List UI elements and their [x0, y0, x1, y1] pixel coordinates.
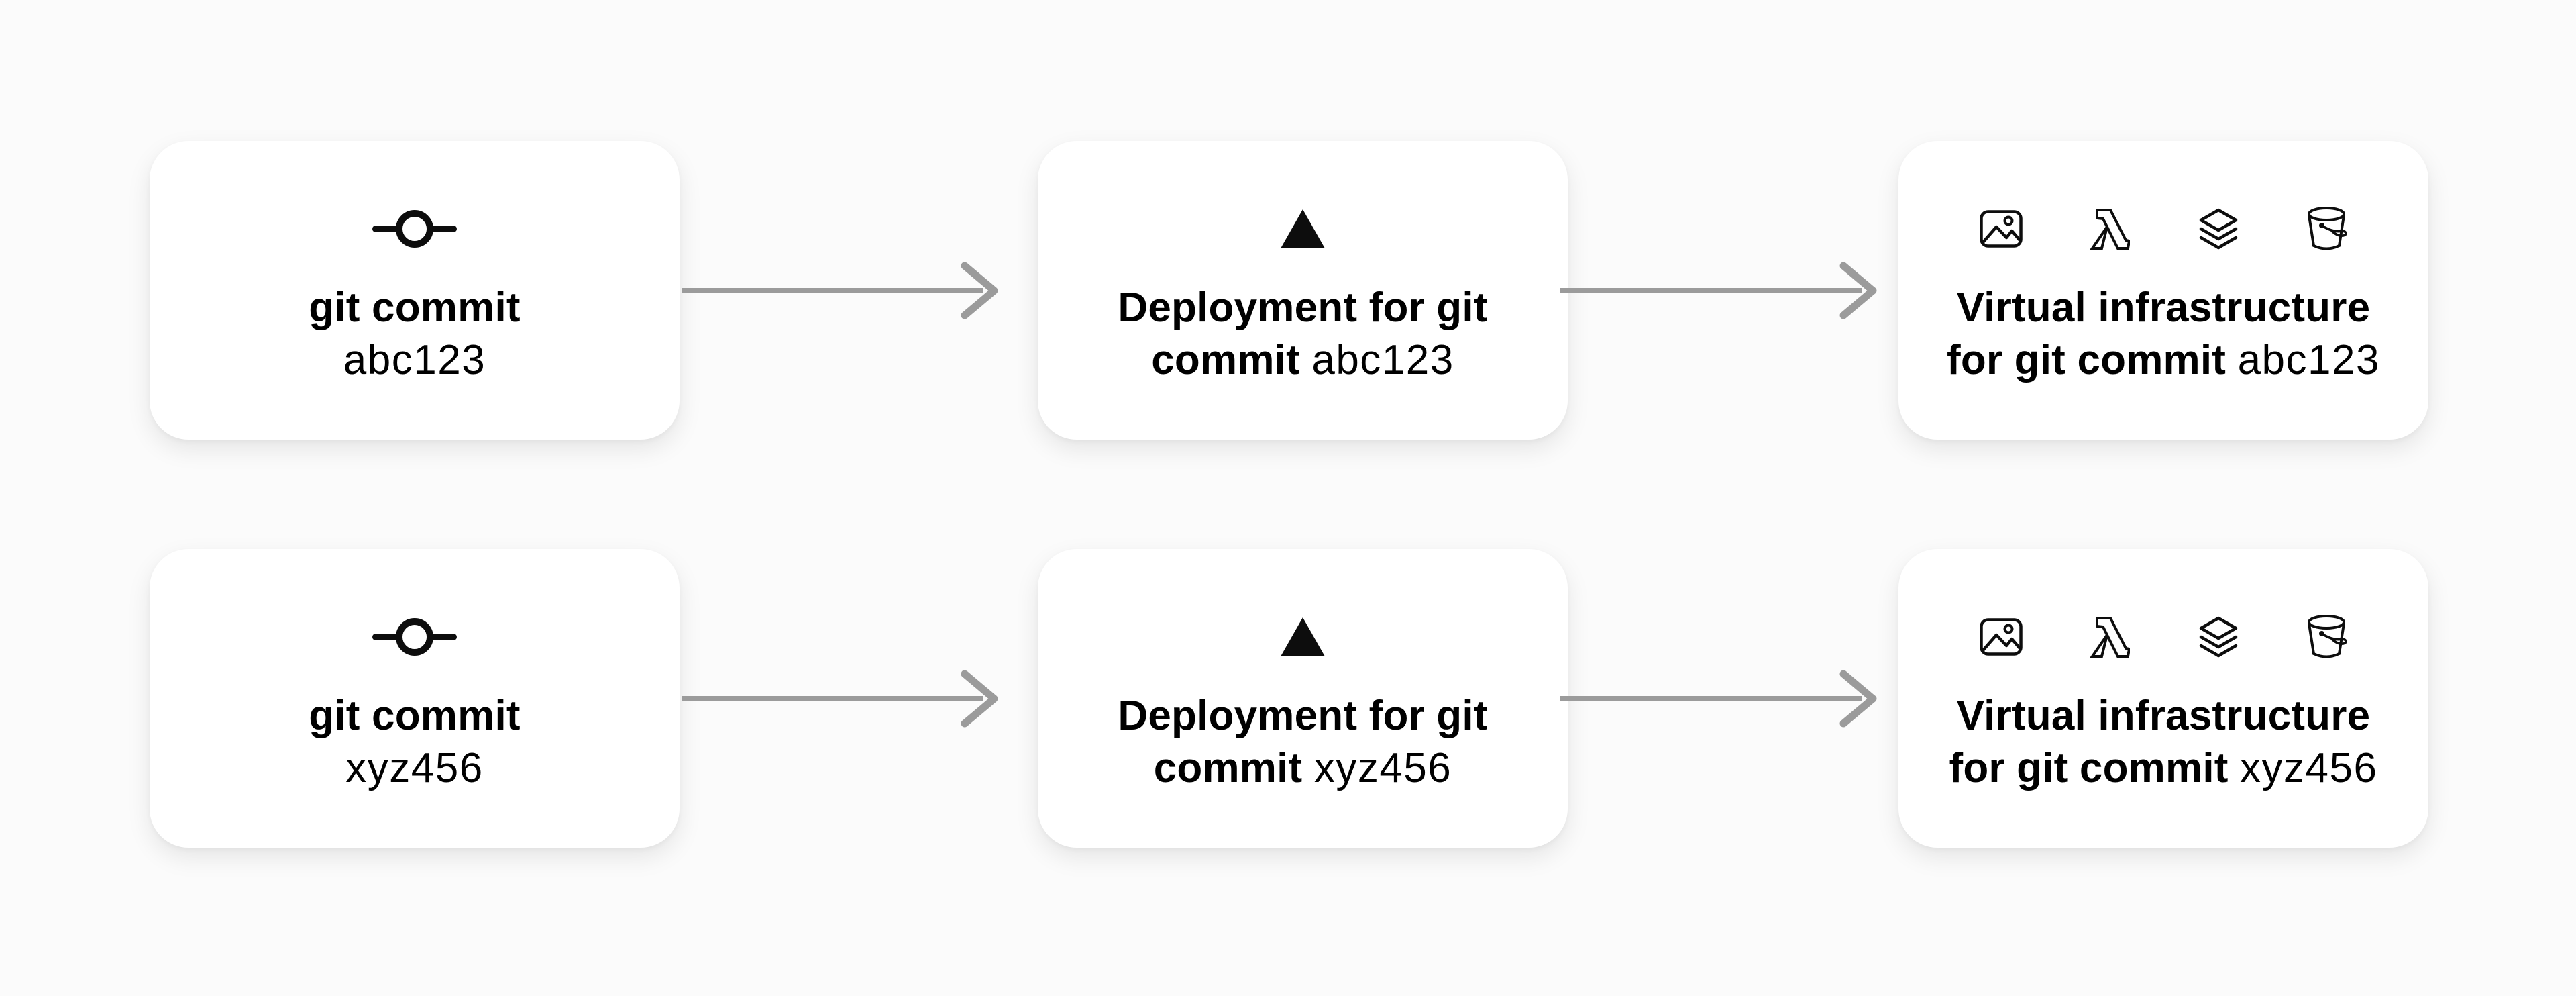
flow-arrow-icon — [682, 670, 998, 728]
card-title-line2-bold: commit — [1153, 745, 1314, 791]
card-label: Deployment for git commit abc123 — [1118, 282, 1487, 387]
commit-hash: abc123 — [2237, 337, 2380, 383]
card-title-line2: abc123 — [309, 334, 520, 387]
flow-arrow-icon — [682, 262, 998, 319]
card-title-line1: git commit — [309, 693, 521, 739]
bucket-icon — [2308, 615, 2347, 658]
image-icon — [1980, 210, 2023, 248]
commit-hash: abc123 — [343, 337, 486, 383]
layers-icon — [2199, 208, 2238, 250]
card-title-line1: Deployment for git — [1118, 693, 1488, 739]
card-label: Deployment for git commit xyz456 — [1118, 690, 1487, 795]
card-icon-row — [1980, 204, 2347, 254]
flow-arrow-icon — [1560, 262, 1877, 319]
card-title-line2-bold: commit — [1151, 337, 1312, 383]
card-git-commit: git commit xyz456 — [150, 549, 680, 848]
card-icon-row — [371, 204, 458, 254]
card-title-line2: commit abc123 — [1118, 334, 1487, 387]
card-title-line2-bold: for git commit — [1949, 745, 2241, 791]
card-title-line2: commit xyz456 — [1118, 742, 1487, 795]
card-icon-row — [371, 612, 458, 662]
lambda-icon — [2090, 208, 2130, 250]
git-commit-icon — [372, 618, 457, 656]
commit-hash: abc123 — [1311, 337, 1454, 383]
card-title-line1: Deployment for git — [1118, 285, 1488, 331]
card-label: Virtual infrastructure for git commit ab… — [1947, 282, 2380, 387]
card-icon-row — [1281, 204, 1325, 254]
card-title-line2: for git commit abc123 — [1947, 334, 2380, 387]
card-icon-row — [1281, 612, 1325, 662]
card-title-line2: xyz456 — [309, 742, 520, 795]
bucket-icon — [2308, 207, 2347, 250]
layers-icon — [2199, 616, 2238, 658]
card-label: git commit abc123 — [309, 282, 520, 387]
vercel-triangle-icon — [1281, 209, 1325, 248]
flow-arrow-icon — [1560, 670, 1877, 728]
card-virtual-infrastructure: Virtual infrastructure for git commit xy… — [1898, 549, 2428, 848]
lambda-icon — [2090, 616, 2130, 658]
card-label: git commit xyz456 — [309, 690, 520, 795]
card-title-line1: Virtual infrastructure — [1956, 693, 2371, 739]
vercel-triangle-icon — [1281, 617, 1325, 656]
card-deployment: Deployment for git commit xyz456 — [1038, 549, 1568, 848]
card-title-line2: for git commit xyz456 — [1949, 742, 2377, 795]
card-icon-row — [1980, 612, 2347, 662]
card-deployment: Deployment for git commit abc123 — [1038, 141, 1568, 440]
git-commit-icon — [372, 210, 457, 248]
commit-hash: xyz456 — [2240, 745, 2378, 791]
commit-hash: xyz456 — [1313, 745, 1452, 791]
card-title-line1: Virtual infrastructure — [1956, 285, 2371, 331]
card-title-line1: git commit — [309, 285, 521, 331]
card-title-line2-bold: for git commit — [1947, 337, 2238, 383]
card-label: Virtual infrastructure for git commit xy… — [1949, 690, 2377, 795]
card-git-commit: git commit abc123 — [150, 141, 680, 440]
commit-hash: xyz456 — [345, 745, 484, 791]
image-icon — [1980, 618, 2023, 656]
card-virtual-infrastructure: Virtual infrastructure for git commit ab… — [1898, 141, 2428, 440]
